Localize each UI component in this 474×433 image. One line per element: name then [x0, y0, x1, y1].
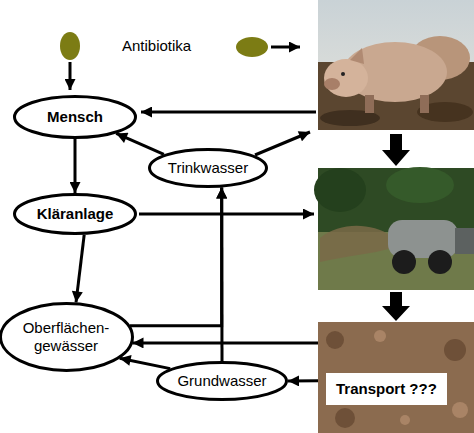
node-label: Oberflächen- gewässer [16, 319, 116, 355]
ellipse-node: Oberflächen- gewässer [0, 302, 134, 372]
flow-arrow [74, 139, 77, 193]
flow-arrow [120, 358, 171, 368]
photo-soil [318, 322, 474, 433]
node-label: Grundwasser [177, 372, 266, 390]
pig-figure [350, 48, 364, 64]
flow-arrow [220, 187, 223, 361]
arrow-line [139, 213, 314, 216]
arrow-line [141, 111, 316, 114]
pig-figure [324, 59, 368, 97]
pig-figure [341, 72, 345, 76]
ellipse-outline [15, 195, 136, 234]
block-arrow [382, 134, 410, 166]
photo-soil [452, 402, 468, 418]
flow-arrow [130, 187, 222, 325]
block-arrow [382, 292, 410, 321]
ellipse-outline [150, 150, 267, 187]
spray-plume [320, 226, 392, 262]
photo-soil [335, 408, 355, 428]
soil-photo [318, 322, 474, 433]
pig-figure [324, 78, 340, 90]
pig-figure [365, 95, 374, 113]
ellipse-node: Trinkwasser [148, 148, 268, 188]
arrow-line [69, 62, 72, 90]
node-label: Kläranlage [37, 205, 114, 223]
ellipse-outline [0, 304, 132, 371]
arrow-line [255, 132, 310, 155]
wheel-figure [428, 250, 452, 274]
pill-icon [236, 37, 268, 57]
ellipse-node: Mensch [13, 95, 137, 139]
pig-figure [420, 95, 429, 113]
flow-arrow [116, 133, 164, 154]
flow-arrow [288, 379, 318, 382]
box-label: Transport ??? [326, 373, 447, 405]
photo-soil [400, 415, 410, 425]
node-label: Mensch [47, 108, 103, 126]
arrow-line [271, 46, 300, 49]
ellipse-node: Kläranlage [13, 193, 137, 235]
tank-figure [455, 228, 474, 254]
photo-soil [374, 330, 386, 342]
ellipse-node: Grundwasser [156, 361, 288, 401]
ellipse-outline [158, 363, 287, 400]
photo-sky [318, 0, 474, 130]
soil-region: Transport ??? [318, 322, 474, 433]
label-text: Antibiotika [122, 37, 191, 55]
ellipse-outline [15, 97, 136, 138]
photo-forest [386, 167, 454, 203]
node-label: Trinkwasser [168, 159, 248, 177]
spreader-photo [314, 167, 474, 290]
flow-arrow [76, 235, 84, 303]
flow-arrow [133, 341, 318, 344]
pill-icon [60, 32, 80, 60]
photo-soil [444, 339, 466, 361]
photo-soil [326, 331, 344, 349]
pig-photo [318, 0, 474, 130]
wheel-figure [392, 250, 416, 274]
photo-forest [314, 168, 366, 212]
